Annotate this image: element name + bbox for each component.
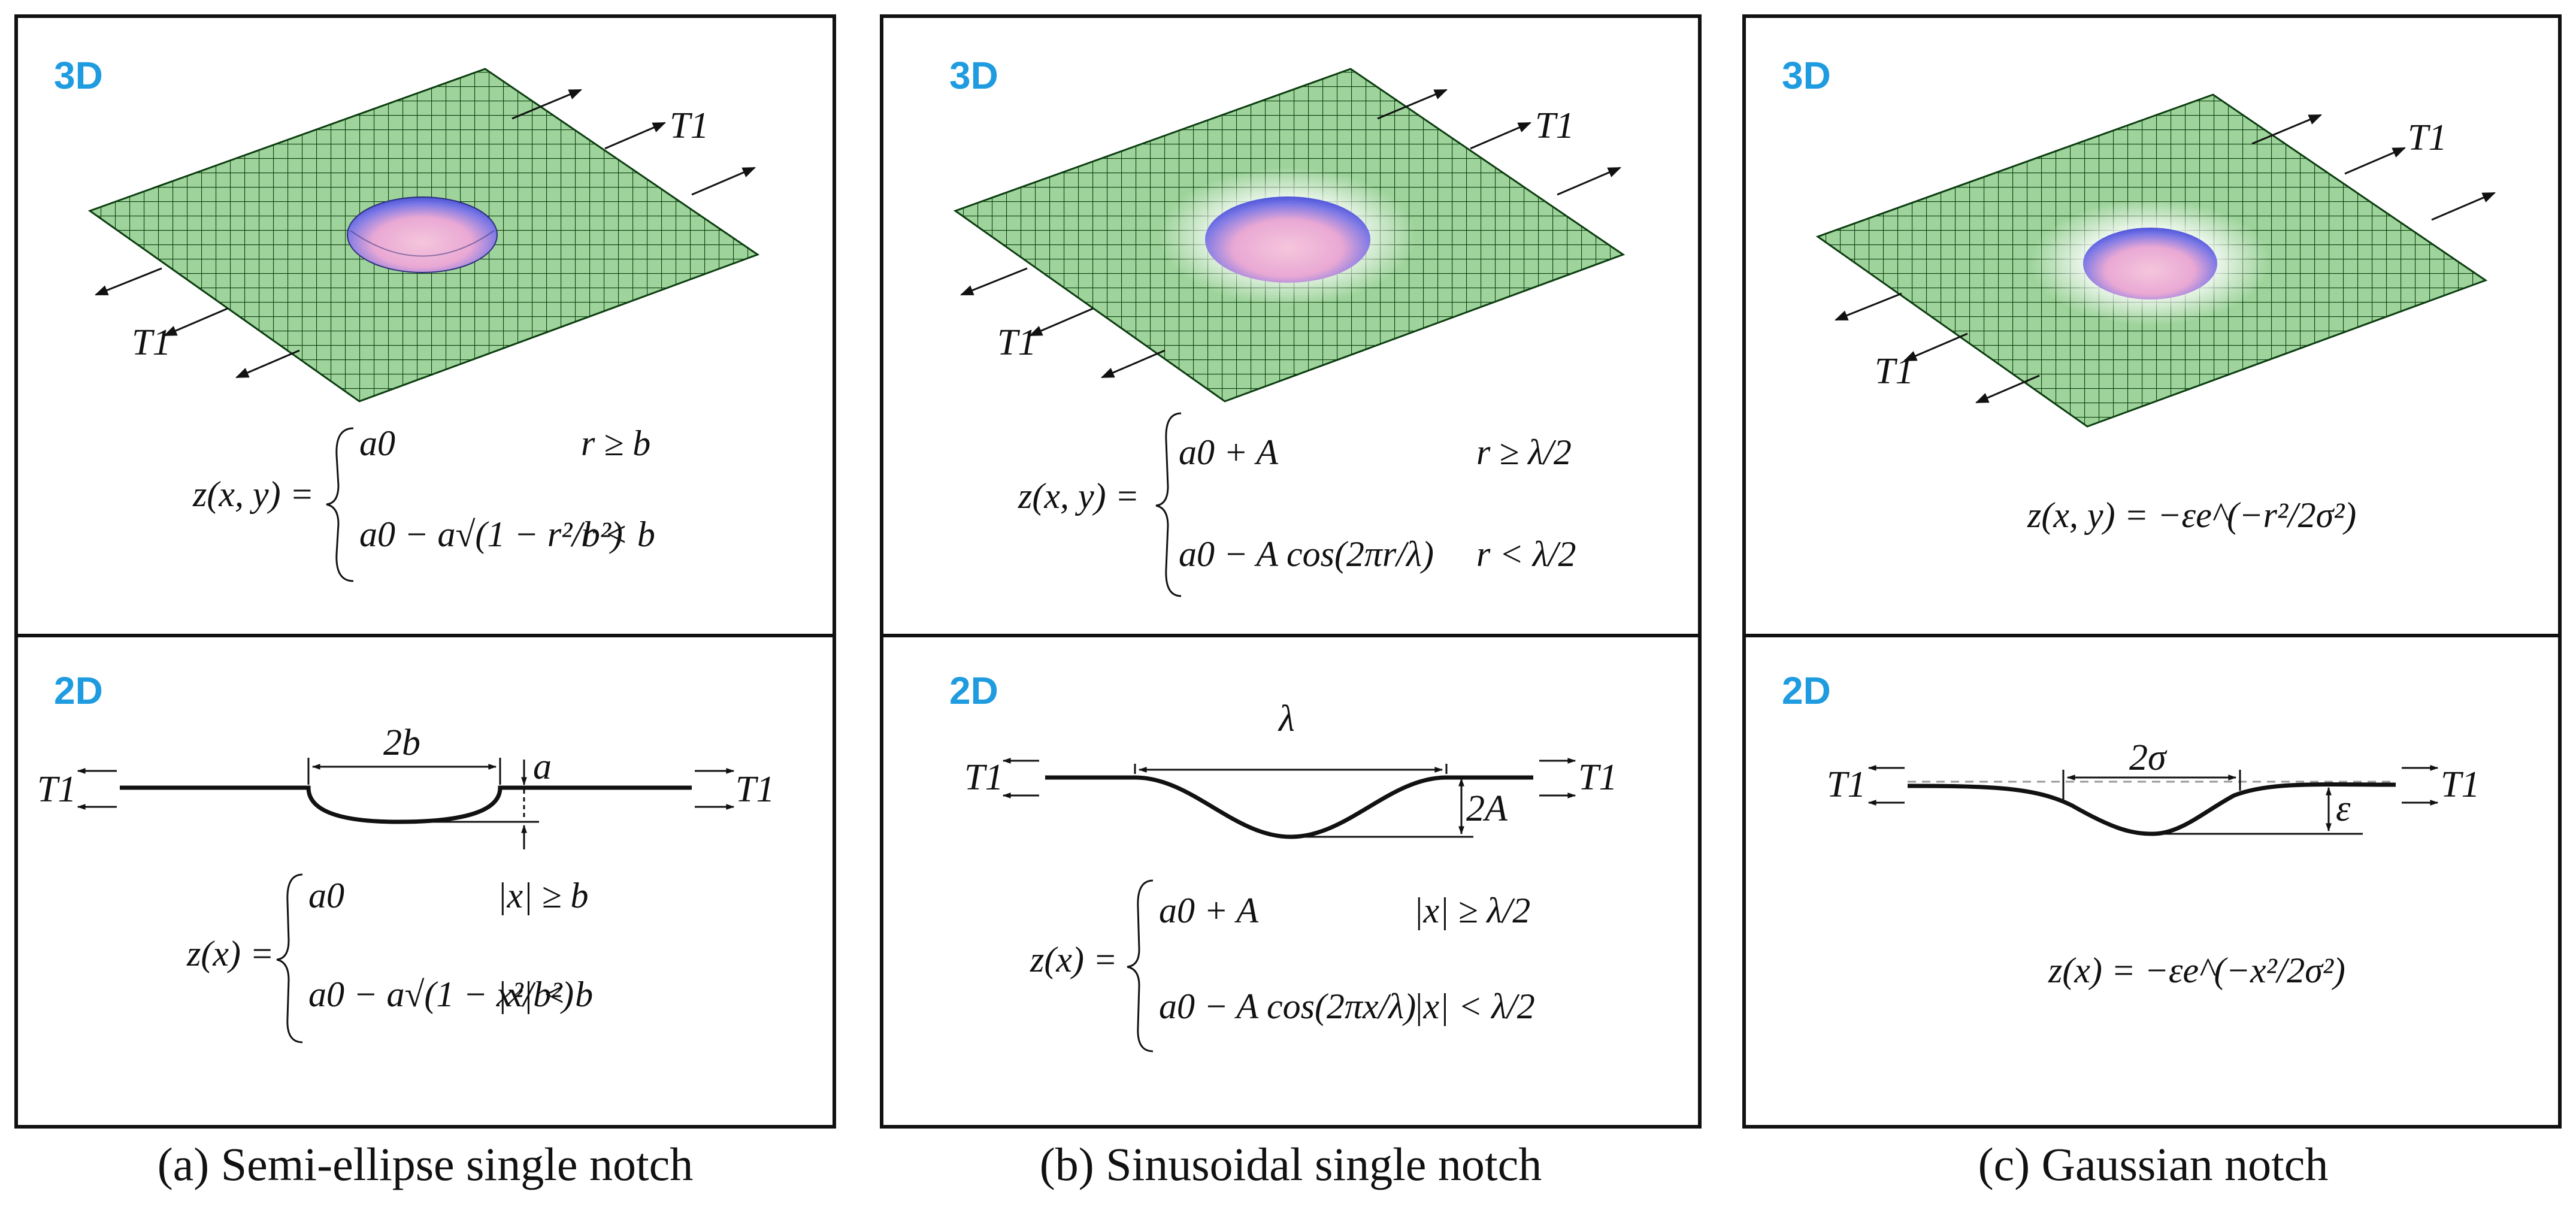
panel-a-dim-depth: a: [533, 746, 552, 787]
panel-b-2d-load-label-right: T1: [1578, 757, 1617, 798]
panel-b-eq2d-case2: a0 − A cos(2πx/λ): [1159, 987, 1416, 1026]
panel-a-eq3d-lhs: z(x, y) =: [192, 474, 314, 514]
panel-b-eq2d-case1: a0 + A: [1159, 891, 1258, 930]
panel-b-3d-load-label-bottom: T1: [997, 322, 1036, 363]
panel-b-eq2d-lhs: z(x) =: [1030, 940, 1117, 979]
panel-c-eq3d-formula: z(x, y) = −εe^(−r²/2σ²): [2027, 495, 2356, 535]
panel-c-3d-load-label-top: T1: [2408, 117, 2447, 158]
panel-c-mesh: [1815, 93, 2488, 428]
panel-c: 3D T1 T1 z(x, y) = −εe^(−r²/2σ²) 2D: [1742, 14, 2562, 1190]
panel-b-dim-depth: 2A: [1466, 788, 1508, 829]
panel-c-3d-label: 3D: [1782, 54, 1831, 97]
panel-b-eq3d-lhs: z(x, y) =: [1018, 476, 1139, 516]
panel-a-dim-width: 2b: [383, 722, 420, 763]
panel-b-2d-label: 2D: [949, 669, 998, 712]
panel-c-eq2d-formula: z(x) = −εe^(−x²/2σ²): [2048, 951, 2345, 990]
panel-b-load-arrows: [959, 89, 1622, 379]
panel-a-2d-equation: z(x) = a0 |x| ≥ b a0 − a√(1 − x²/b²) |x|…: [186, 873, 593, 1043]
panel-a-load-arrows: [94, 89, 756, 379]
panel-c-load-arrows: [1834, 114, 2496, 404]
panel-c-dim-width: 2σ: [2129, 737, 2168, 778]
panel-a-notch: [347, 196, 498, 273]
panel-a-caption: (a) Semi-ellipse single notch: [158, 1138, 694, 1190]
panel-b-eq3d-case1: a0 + A: [1179, 432, 1278, 472]
panel-a-profile: 2b a T1 T1: [37, 722, 774, 849]
panel-b-eq3d-case2: a0 − A cos(2πr/λ): [1179, 534, 1434, 574]
panel-b-3d-label: 3D: [949, 54, 998, 97]
panel-b-3d-equation: z(x, y) = a0 + A r ≥ λ/2 a0 − A cos(2πr/…: [1018, 412, 1576, 597]
panel-a-2d-load-label-right: T1: [735, 769, 774, 810]
panel-c-2d-load-label-right: T1: [2441, 764, 2480, 805]
panel-b-3d-load-label-top: T1: [1535, 105, 1574, 146]
panel-a: 3D T1 T1 z(x, y) = a0 r ≥ b a0 − a√(1 − …: [14, 14, 836, 1190]
panel-a-eq3d-cond2: r < b: [581, 515, 655, 554]
panel-b-eq2d-cond1: |x| ≥ λ/2: [1413, 891, 1530, 930]
panel-a-eq3d-case1: a0: [359, 423, 395, 463]
panel-c-2d-frame: [1742, 634, 2562, 1129]
panel-b-eq2d-cond2: |x| < λ/2: [1413, 987, 1535, 1026]
panel-c-notch: [2083, 228, 2217, 300]
panel-b-caption: (b) Sinusoidal single notch: [1040, 1138, 1542, 1190]
panel-a-eq3d-cond1: r ≥ b: [581, 423, 650, 463]
panel-a-3d-load-label-top: T1: [670, 105, 709, 146]
panel-c-dim-depth: ε: [2336, 788, 2351, 829]
panel-c-profile: 2σ ε T1 T1: [1827, 737, 2480, 836]
panel-c-2d-label: 2D: [1782, 669, 1831, 712]
panel-b: 3D T1 T1 z(x, y) = a0 + A r ≥ λ/2 a0 − A…: [880, 14, 1702, 1190]
panel-a-3d-equation: z(x, y) = a0 r ≥ b a0 − a√(1 − r²/b²) r …: [192, 423, 655, 582]
panel-b-eq3d-cond1: r ≥ λ/2: [1476, 432, 1572, 472]
panel-a-3d-load-label-bottom: T1: [132, 322, 171, 363]
panel-c-3d-load-label-bottom: T1: [1875, 351, 1914, 392]
panel-b-notch: [1205, 196, 1370, 283]
panel-a-2d-label: 2D: [54, 669, 103, 712]
panel-a-eq2d-case1: a0: [308, 876, 344, 915]
panel-a-mesh: [87, 68, 760, 403]
panel-b-dim-width: λ: [1278, 698, 1295, 739]
panel-b-mesh: [953, 68, 1625, 403]
panel-b-2d-frame: [880, 634, 1702, 1129]
panel-a-eq2d-cond2: |x| < b: [497, 975, 593, 1014]
panel-a-2d-load-label-left: T1: [37, 769, 76, 810]
panel-a-2d-frame: [14, 634, 836, 1129]
panel-b-eq3d-cond2: r < λ/2: [1476, 534, 1576, 574]
panel-a-3d-label: 3D: [54, 54, 103, 97]
panel-c-caption: (c) Gaussian notch: [1978, 1138, 2329, 1190]
panel-a-eq3d-case2: a0 − a√(1 − r²/b²): [359, 515, 623, 554]
panel-c-2d-load-label-left: T1: [1827, 764, 1866, 805]
panel-b-2d-load-label-left: T1: [964, 757, 1003, 798]
panel-a-eq2d-case2: a0 − a√(1 − x²/b²): [308, 975, 574, 1014]
panel-b-profile: λ 2A T1 T1: [964, 698, 1617, 839]
panel-a-eq2d-lhs: z(x) =: [186, 934, 274, 973]
panel-b-2d-equation: z(x) = a0 + A |x| ≥ λ/2 a0 − A cos(2πx/λ…: [1030, 879, 1535, 1052]
panel-a-eq2d-cond1: |x| ≥ b: [497, 876, 589, 915]
